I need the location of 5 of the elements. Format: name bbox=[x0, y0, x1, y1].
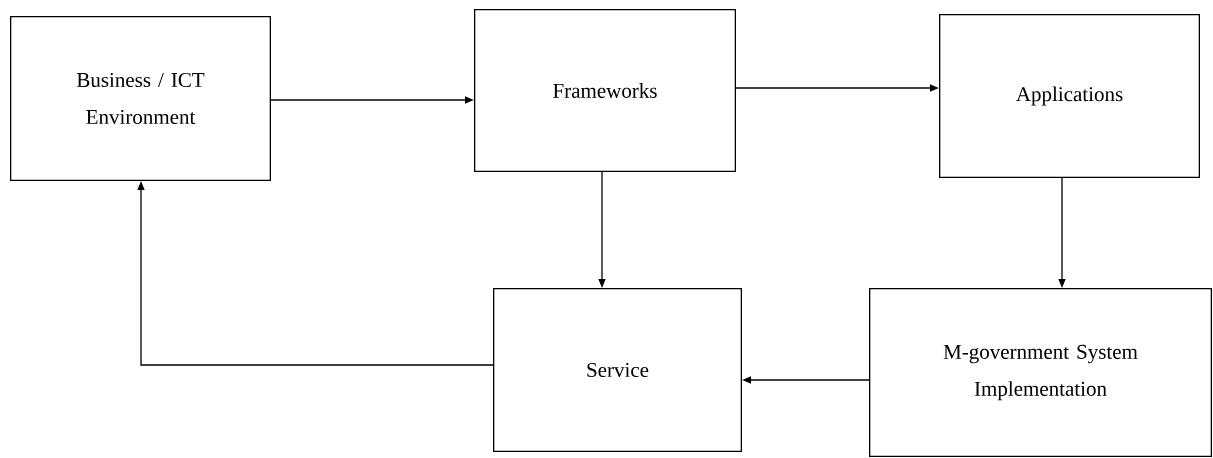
process-box: Service bbox=[493, 288, 742, 452]
process-box: Frameworks bbox=[474, 9, 736, 172]
process-box: Applications bbox=[939, 14, 1200, 178]
process-box: M-government System Implementation bbox=[869, 288, 1212, 457]
process-box: Business / ICT Environment bbox=[10, 16, 271, 181]
